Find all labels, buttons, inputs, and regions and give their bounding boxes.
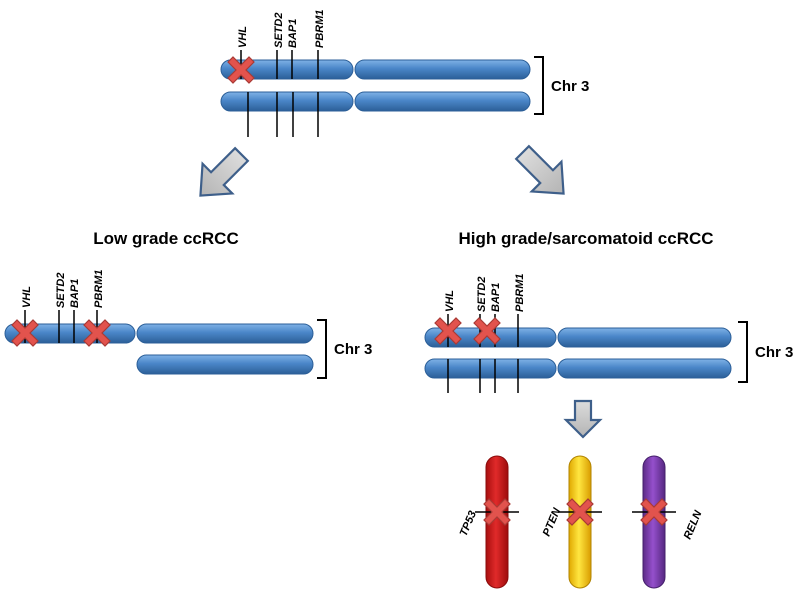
arrow-down-right-icon [514,144,565,195]
mutation-x-icon [83,319,111,347]
gene-label-pbrm1: PBRM1 [93,269,105,308]
chromosome-bracket [317,319,327,379]
gene-label-pbrm1: PBRM1 [514,273,526,312]
gene-label-pten: PTEN [541,506,564,539]
gene-label-bap1: BAP1 [490,283,502,312]
arrow-down-left-icon [199,146,250,197]
gene-label-vhl: VHL [237,26,249,48]
chromosome-bracket [534,56,544,115]
chromosome-arm [220,91,354,112]
arrow-down-icon [563,399,603,439]
mutation-x-icon [483,498,511,526]
mutation-x-icon [566,498,594,526]
chromosome-arm [354,59,531,80]
high-grade-chromosomes: VHL SETD2 BAP1 PBRM1 Chr 3 [424,273,793,393]
chromosome-arm [557,327,732,348]
gene-label-bap1: BAP1 [287,19,299,48]
chromosome-arm [220,59,354,80]
chr3-label: Chr 3 [334,341,372,358]
gene-label-setd2: SETD2 [55,273,67,308]
chromosome-arm [354,91,531,112]
gene-label-vhl: VHL [21,286,33,308]
top-chromosome-pair: VHL SETD2 BAP1 PBRM1 Chr 3 [220,9,589,137]
mutation-x-icon [473,317,501,345]
gene-label-setd2: SETD2 [476,277,488,312]
low-grade-chromosomes: VHL SETD2 BAP1 PBRM1 Chr 3 [4,269,372,379]
chromosome-arm [424,358,557,379]
tp53-chromosome: TP53 [458,455,519,589]
gene-label-setd2: SETD2 [273,13,285,48]
mutation-x-icon [11,319,39,347]
chromosome-arm [136,354,314,375]
gene-label-reln: RELN [682,508,705,541]
pten-chromosome: PTEN [541,455,602,589]
chr3-label: Chr 3 [551,78,589,95]
chromosome-arm [557,358,732,379]
gene-label-bap1: BAP1 [69,279,81,308]
chromosome-arm [136,323,314,344]
gene-label-vhl: VHL [444,290,456,312]
chr3-label: Chr 3 [755,344,793,361]
reln-chromosome: RELN [632,455,705,589]
mutation-x-icon [434,317,462,345]
gene-label-pbrm1: PBRM1 [314,9,326,48]
low-grade-title: Low grade ccRCC [93,229,238,248]
mutation-x-icon [227,56,255,84]
chromosome-bracket [738,321,748,383]
high-grade-title: High grade/sarcomatoid ccRCC [458,229,713,248]
gene-label-tp53: TP53 [458,509,479,538]
mutation-x-icon [640,498,668,526]
